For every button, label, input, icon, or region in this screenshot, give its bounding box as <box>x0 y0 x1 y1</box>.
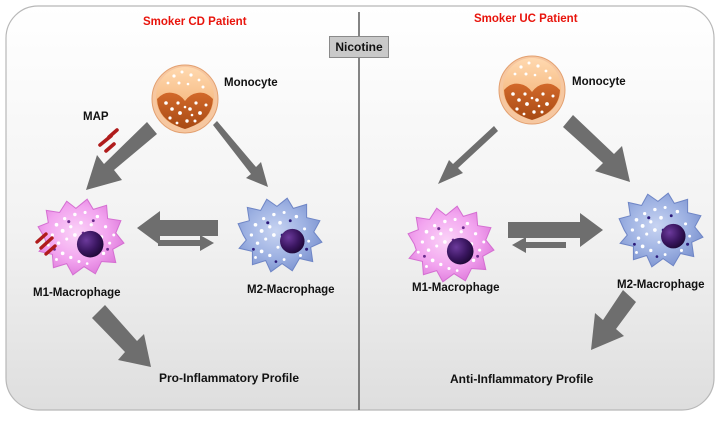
m2-label-left: M2-Macrophage <box>247 284 335 296</box>
arrow-monocyte-to-m1-right <box>438 126 498 184</box>
map-bacteria <box>98 128 119 153</box>
monocyte-label-right: Monocyte <box>572 76 626 88</box>
anti-inflammatory-profile-label: Anti-Inflammatory Profile <box>450 372 594 386</box>
arrow-m2-to-m1-right <box>512 237 566 253</box>
pro-inflammatory-profile-label: Pro-Inflammatory Profile <box>159 371 300 385</box>
arrow-monocyte-to-m2-right <box>563 115 630 182</box>
arrow-monocyte-to-m1-left <box>86 122 157 190</box>
arrow-monocyte-to-m2-left <box>213 121 268 187</box>
nicotine-label: Nicotine <box>335 40 383 54</box>
arrow-m1-to-m2-right <box>508 213 603 247</box>
monocyte-cell-right <box>498 55 566 125</box>
monocyte-cell-left <box>151 64 219 134</box>
m2-label-right: M2-Macrophage <box>617 279 705 291</box>
panel-background <box>5 5 715 411</box>
arrow-m2-to-profile-right <box>591 290 636 350</box>
arrow-m2-to-m1-left <box>137 211 218 245</box>
arrow-m1-to-profile-left <box>92 305 151 367</box>
left-panel-title: Smoker CD Patient <box>143 16 247 28</box>
nicotine-box: Nicotine <box>329 36 389 58</box>
map-bacteria-in-cell <box>35 232 57 256</box>
monocyte-label-left: Monocyte <box>224 77 278 89</box>
m1-label-right: M1-Macrophage <box>412 282 500 294</box>
map-label: MAP <box>83 111 109 123</box>
right-panel-title: Smoker UC Patient <box>474 13 578 25</box>
m1-label-left: M1-Macrophage <box>33 287 121 299</box>
arrow-m1-to-m2-left <box>158 235 214 251</box>
